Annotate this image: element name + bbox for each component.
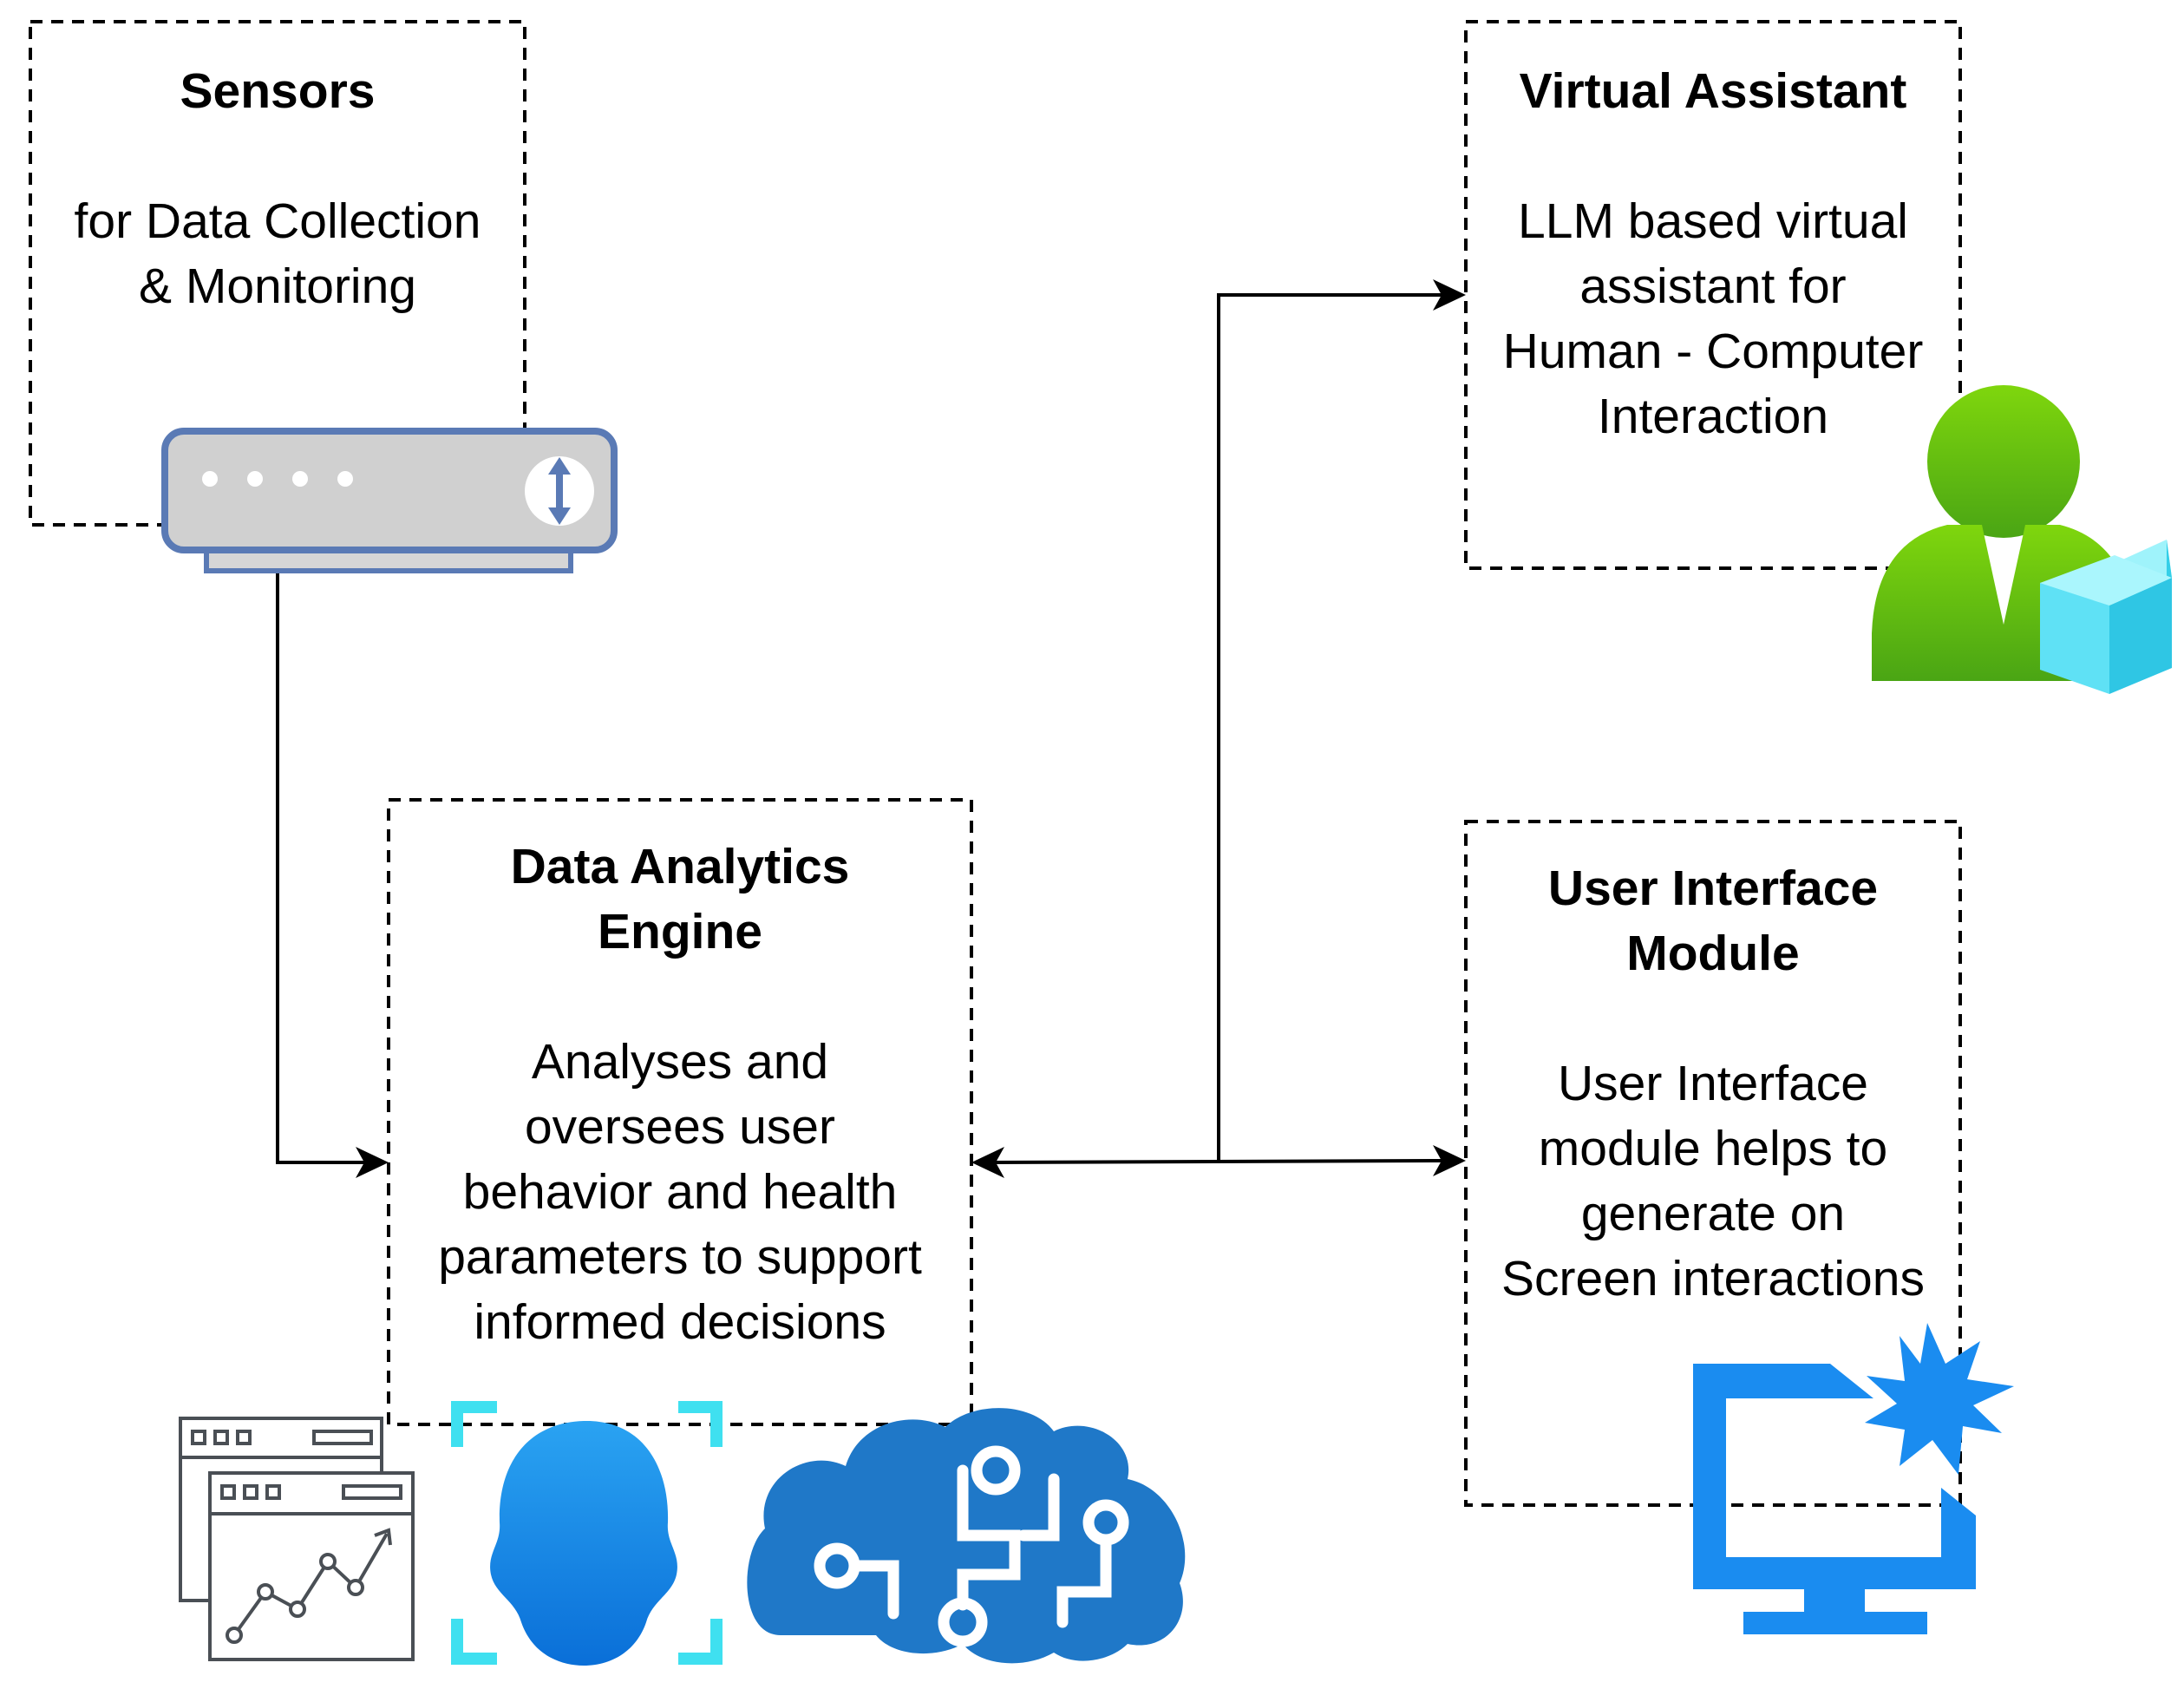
- user-avatar-cube-icon: [1872, 385, 2172, 694]
- analytics-body-line: parameters to support: [438, 1229, 922, 1285]
- analytics-body-line: behavior and health: [462, 1164, 898, 1220]
- virtual-assistant-text: Virtual Assistant LLM based virtual assi…: [1466, 59, 1960, 449]
- analytics-box: [387, 798, 973, 1426]
- analytics-title-line: Engine: [597, 904, 762, 959]
- analytics-title-line: Data Analytics: [510, 839, 850, 894]
- virtual-assistant-body-line: assistant for: [1579, 259, 1847, 314]
- sensors-body-line: & Monitoring: [139, 259, 416, 314]
- analytics-window-chart-icon: [179, 1417, 415, 1661]
- sensors-body-line: for Data Collection: [74, 193, 481, 249]
- virtual-assistant-title: Virtual Assistant: [1519, 63, 1907, 119]
- ui-module-body-line: generate on: [1580, 1186, 1846, 1241]
- analytics-body-line: informed decisions: [474, 1294, 886, 1350]
- ui-module-title-line: User Interface: [1547, 861, 1879, 916]
- ui-module-text: User Interface Module User Interface mod…: [1466, 856, 1960, 1312]
- ui-module-title-line: Module: [1626, 926, 1800, 981]
- virtual-assistant-body-line: Interaction: [1597, 389, 1829, 444]
- cognitive-brain-cloud-icon: [747, 1408, 1186, 1664]
- ui-module-body-line: User Interface: [1558, 1056, 1868, 1111]
- analytics-body-line: Analyses and: [531, 1034, 829, 1090]
- edge-sensors-to-analytics: [276, 568, 389, 1178]
- virtual-assistant-body-line: Human - Computer: [1502, 324, 1924, 379]
- analytics-body-line: oversees user: [524, 1099, 835, 1155]
- sensors-text: Sensors for Data Collection & Monitoring: [35, 59, 520, 319]
- virtual-assistant-body-line: LLM based virtual: [1518, 193, 1908, 249]
- edge-analytics-to-ui-and-va: [971, 279, 1466, 1178]
- face-detection-icon: [451, 1401, 723, 1666]
- monitor-burst-icon: [1693, 1323, 2014, 1634]
- analytics-text: Data Analytics Engine Analyses and overs…: [389, 835, 971, 1355]
- ui-module-body-line: module helps to: [1538, 1121, 1888, 1176]
- ui-module-body-line: Screen interactions: [1501, 1251, 1925, 1306]
- sensors-title: Sensors: [180, 63, 376, 119]
- router-device-icon: [161, 428, 618, 573]
